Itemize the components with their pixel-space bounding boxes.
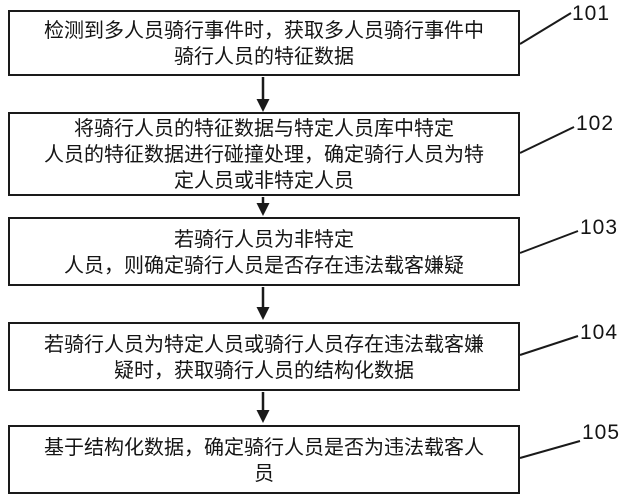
step-box-102: 将骑行人员的特征数据与特定人员库中特定 人员的特征数据进行碰撞处理，确定骑行人员… <box>8 112 520 196</box>
step-box-105: 基于结构化数据，确定骑行人员是否为违法载客人 员 <box>8 425 520 494</box>
step-box-103: 若骑行人员为非特定 人员，则确定骑行人员是否存在违法载客嫌疑 <box>8 217 520 286</box>
step-text-line: 骑行人员的特征数据 <box>174 44 354 68</box>
step-ref-101: 101 <box>572 2 611 25</box>
step-ref-102: 102 <box>576 112 615 135</box>
step-text-line: 将骑行人员的特征数据与特定人员库中特定 <box>74 116 454 140</box>
flow-arrow-1 <box>256 77 270 112</box>
step-text-line: 员 <box>254 460 274 485</box>
leader-line-105 <box>519 440 581 459</box>
leader-line-104 <box>519 335 579 356</box>
leader-line-102 <box>519 126 575 154</box>
step-text-line: 人员，则确定骑行人员是否存在违法载客嫌疑 <box>64 252 464 277</box>
step-text-line: 若骑行人员为非特定 <box>174 226 354 251</box>
flow-arrow-4 <box>256 392 270 423</box>
flow-arrow-2 <box>256 197 270 216</box>
leader-line-101 <box>519 12 572 45</box>
step-text-line: 定人员或非特定人员 <box>174 168 354 192</box>
step-text-line: 若骑行人员为特定人员或骑行人员存在违法载客嫌 <box>44 331 484 356</box>
leader-line-103 <box>519 230 579 254</box>
flow-arrow-3 <box>256 287 270 320</box>
step-ref-103: 103 <box>580 216 619 239</box>
step-text-line: 基于结构化数据，确定骑行人员是否为违法载客人 <box>44 434 484 459</box>
step-box-104: 若骑行人员为特定人员或骑行人员存在违法载客嫌 疑时，获取骑行人员的结构化数据 <box>8 322 520 391</box>
step-ref-104: 104 <box>580 321 619 344</box>
step-text-line: 疑时，获取骑行人员的结构化数据 <box>114 357 414 382</box>
step-text-line: 检测到多人员骑行事件时，获取多人员骑行事件中 <box>44 18 484 42</box>
step-text-line: 人员的特征数据进行碰撞处理，确定骑行人员为特 <box>44 142 484 166</box>
step-ref-105: 105 <box>582 421 621 444</box>
step-box-101: 检测到多人员骑行事件时，获取多人员骑行事件中 骑行人员的特征数据 <box>8 10 520 76</box>
